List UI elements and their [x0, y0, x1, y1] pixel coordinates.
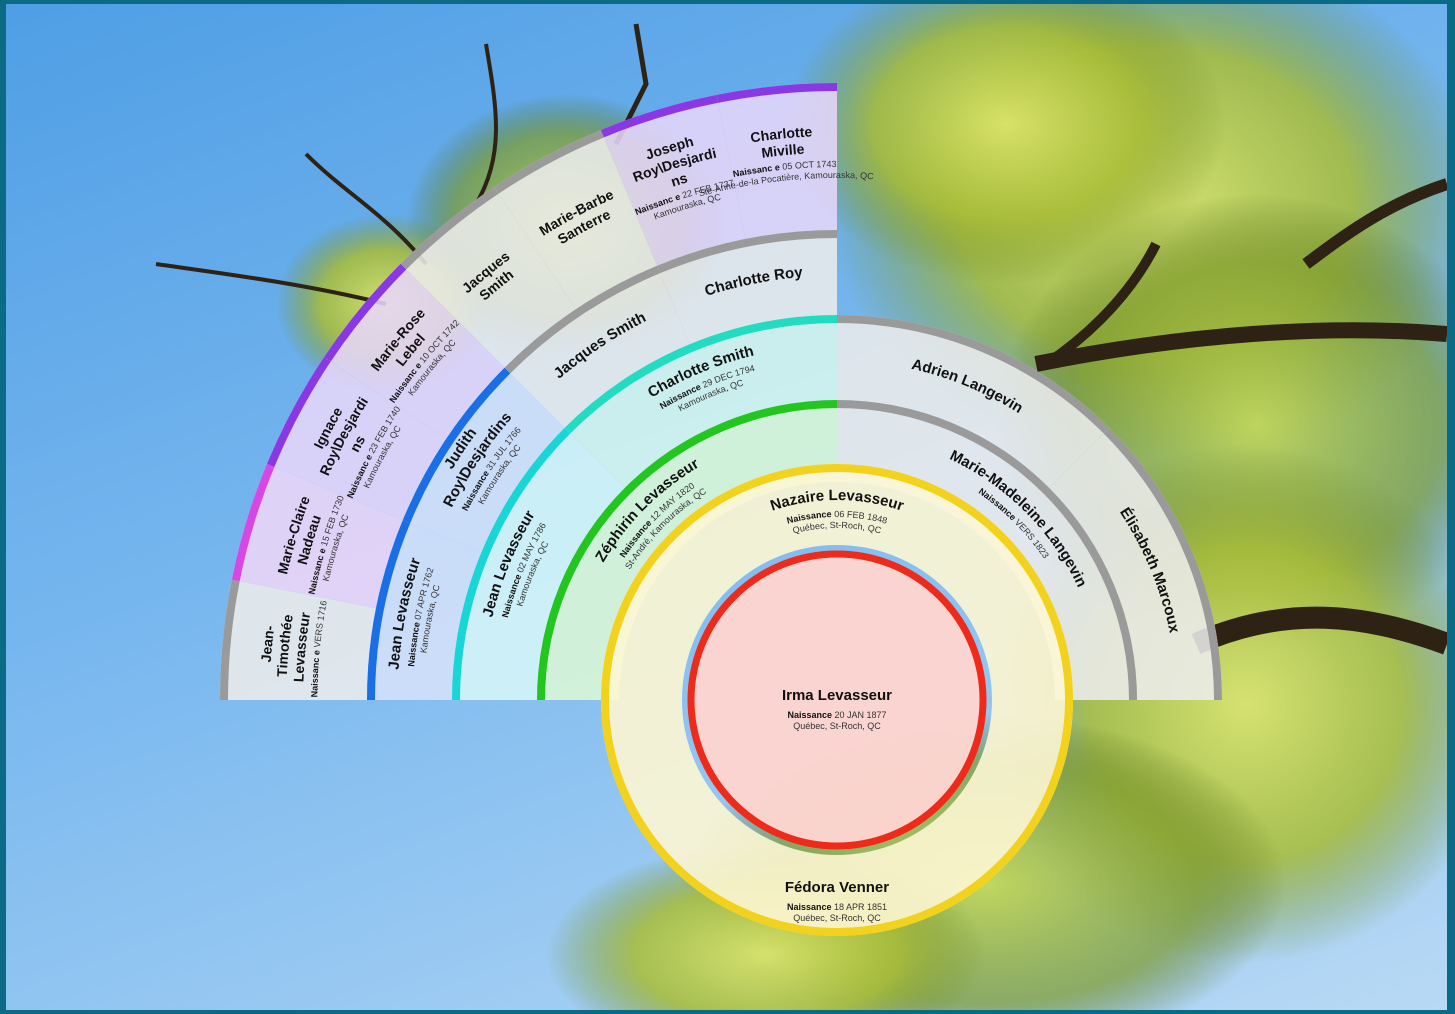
parents-ring-border [601, 464, 1073, 936]
ring4-person-1-sector [402, 367, 565, 553]
ring5-person-6-color-band [600, 94, 719, 138]
birth-date: 18 APR 1851 [834, 902, 887, 912]
ring4-person-3-color-band [657, 230, 837, 274]
person-name: Jean- [258, 624, 278, 663]
ring5-person-1-sector [231, 463, 403, 609]
ring4-person-0-color-band [367, 520, 411, 700]
person-name: ns [669, 169, 690, 189]
birth-date: 05 OCT 1743 [782, 159, 837, 172]
ring5-person-0-sector [220, 579, 377, 700]
birth-place: Québec, St-Roch, QC [793, 721, 881, 731]
ring5-person-7-sector [716, 83, 837, 240]
ring3-person-3[interactable]: Élisabeth Marcoux [1049, 427, 1222, 712]
birth-details: Naissance 18 APR 1851 [787, 902, 887, 912]
ring3-person-1-sector [564, 315, 837, 488]
ring5-person-0-color-band [220, 579, 240, 700]
ring4-person-2-sector [504, 265, 690, 428]
person-name: ns [346, 432, 368, 454]
birth-label: Naissance [787, 710, 834, 720]
ring5-person-7-color-band [716, 83, 837, 103]
ring4-person-0-sector [367, 520, 482, 700]
ring2-person-0-sector [537, 400, 837, 700]
person-name: Irma Levasseur [782, 687, 892, 704]
person-name: Fédora Venner [785, 879, 889, 896]
ring5-person-6-sector [600, 94, 746, 266]
ring2-person-1-sector [837, 400, 1137, 700]
ring4-person-2-color-band [504, 265, 661, 374]
ring3-person-3-sector [1049, 427, 1222, 700]
ring5-person-4-color-band [400, 186, 499, 270]
birth-label: Naissanc e [309, 647, 322, 697]
ring4-person-3-sector [657, 230, 837, 345]
ring5-person-2-color-band [266, 357, 331, 467]
ring4-person-2[interactable]: Jacques Smith [504, 265, 690, 428]
person-name: Timothée [274, 613, 296, 677]
ring3-person-0-sector [452, 427, 625, 700]
root-person-circle [687, 550, 987, 850]
birth-place: Québec, St-Roch, QC [793, 913, 881, 923]
person-name: Charlotte [749, 123, 812, 145]
ring5-person-2-sector [266, 357, 447, 521]
person-name: Miville [760, 141, 805, 161]
ring5-person-3-color-band [323, 263, 407, 362]
ring5-person-1-color-band [231, 463, 275, 582]
ring4-person-3[interactable]: Charlotte Roy [657, 230, 852, 345]
parents-ring-fill [601, 464, 1073, 936]
birth-details: Naissance 20 JAN 1877 [787, 710, 886, 720]
birth-label: Naissance [787, 902, 834, 912]
ring4-person-1-color-band [402, 367, 511, 524]
ring3-person-2-sector [837, 315, 1110, 488]
ring5-person-5-sector [494, 129, 658, 310]
ring3-person-2[interactable]: Adrien Langevin [825, 315, 1110, 488]
birth-date: 20 JAN 1877 [834, 710, 886, 720]
ring5-person-5-color-band [494, 129, 604, 194]
